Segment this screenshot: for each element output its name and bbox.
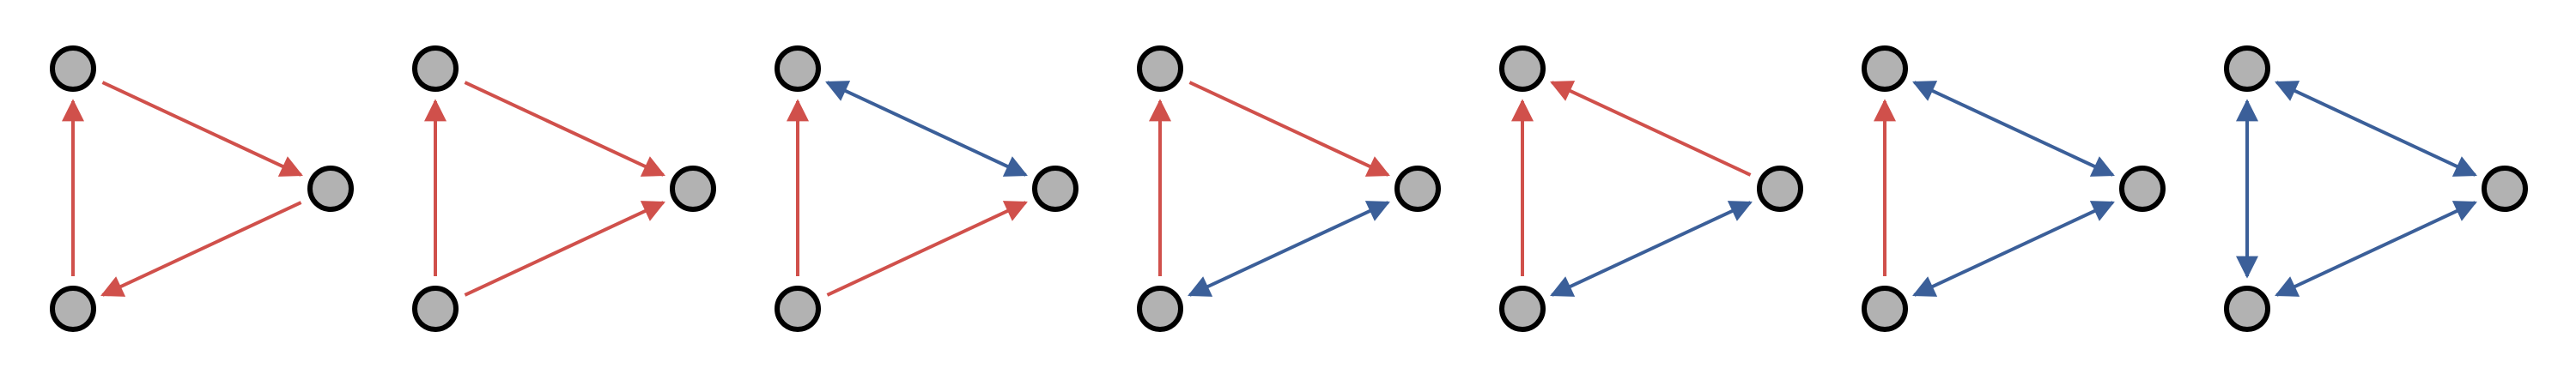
node-right: [307, 166, 354, 212]
motif-2: [412, 45, 716, 332]
node-right: [2119, 166, 2166, 212]
edge-top-right-one-way: [464, 81, 665, 177]
motif-1: [50, 45, 354, 332]
edge-right-bottom-mutual: [1188, 201, 1390, 297]
edge-right-bottom-one-way: [100, 201, 302, 297]
node-top: [1862, 45, 1908, 92]
node-bottom: [50, 286, 96, 332]
edge-right-bottom-mutual: [1550, 201, 1753, 297]
edge-right-bottom-mutual: [2275, 201, 2477, 297]
edge-bottom-right-one-way: [826, 201, 1028, 297]
edge-top-right-mutual: [1912, 81, 2115, 177]
edge-right-bottom-mutual: [1912, 201, 2115, 297]
node-top: [1137, 45, 1183, 92]
node-top: [50, 45, 96, 92]
node-bottom: [1862, 286, 1908, 332]
edge-top-right-mutual: [825, 81, 1028, 177]
node-right: [2482, 166, 2528, 212]
edge-top-right-one-way: [101, 81, 303, 177]
motif-7: [2224, 45, 2528, 332]
node-top: [1499, 45, 1546, 92]
motif-6: [1862, 45, 2166, 332]
motif-3: [775, 45, 1078, 332]
node-bottom: [775, 286, 821, 332]
node-right: [1757, 166, 1803, 212]
node-top: [412, 45, 459, 92]
edge-top-right-mutual: [2275, 81, 2477, 177]
node-right: [1032, 166, 1078, 212]
edge-bottom-right-one-way: [464, 201, 665, 297]
node-right: [670, 166, 716, 212]
node-bottom: [1499, 286, 1546, 332]
edge-top-right-one-way: [1188, 81, 1390, 177]
node-top: [775, 45, 821, 92]
node-bottom: [1137, 286, 1183, 332]
node-bottom: [412, 286, 459, 332]
node-top: [2224, 45, 2270, 92]
node-bottom: [2224, 286, 2270, 332]
motif-5: [1499, 45, 1803, 332]
edge-right-top-one-way: [1550, 81, 1752, 177]
motif-4: [1137, 45, 1441, 332]
node-right: [1394, 166, 1441, 212]
